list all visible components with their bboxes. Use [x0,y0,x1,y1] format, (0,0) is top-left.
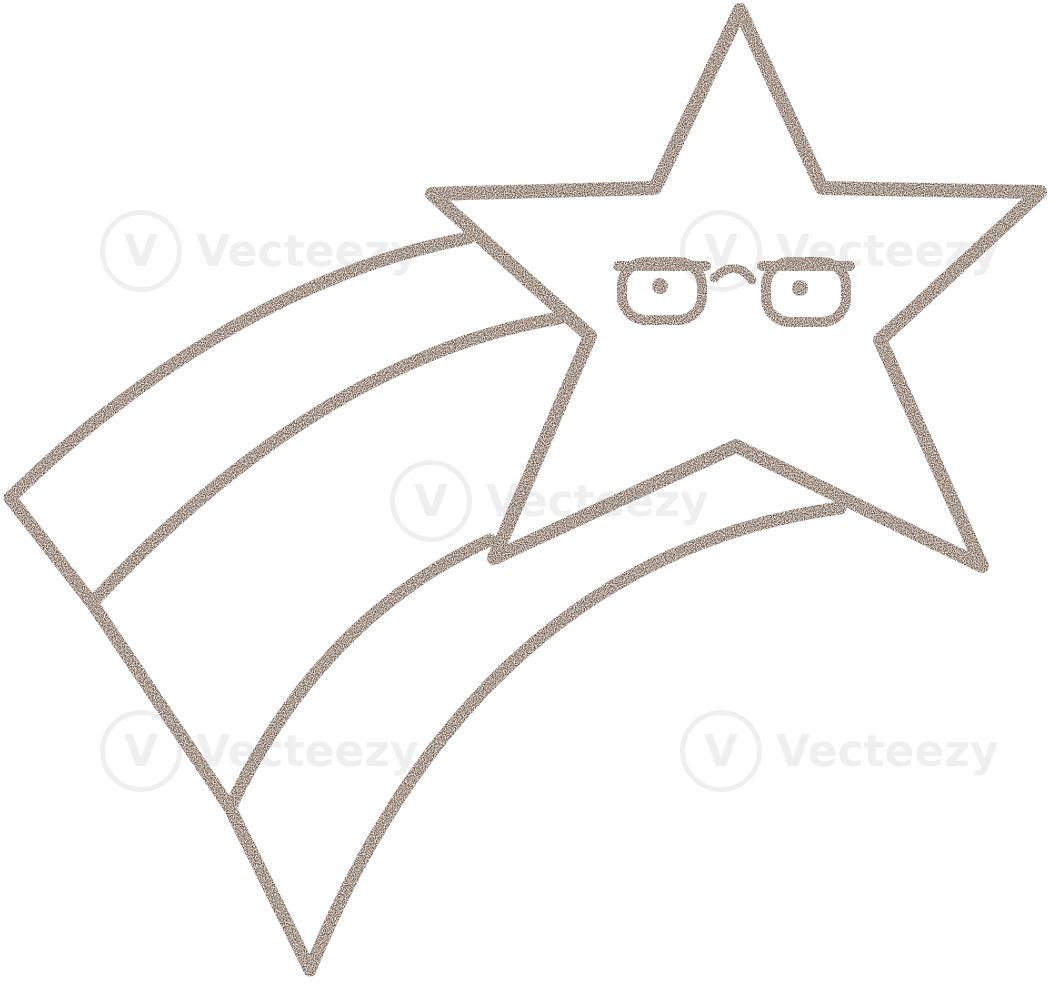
tail-bottom-arc [303,501,847,977]
star-outline [425,3,1047,573]
tail-middle-arc [223,533,497,815]
right-pupil [792,280,808,296]
tail-band-divider [85,311,567,610]
tail-end-edge [3,491,317,977]
left-pupil [652,278,668,294]
glasses-bridge-nose [709,264,757,285]
tail-top-arc [3,231,475,505]
